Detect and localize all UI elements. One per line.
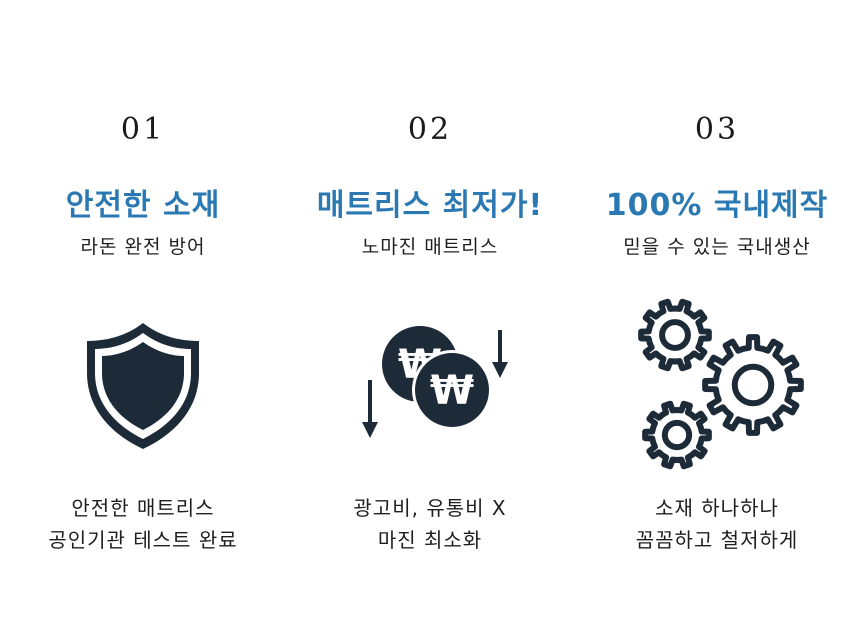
- feature-desc-line: 광고비, 유통비 X: [353, 496, 507, 520]
- shield-icon: [0, 300, 286, 470]
- feature-subtitle: 라돈 완전 방어: [80, 236, 206, 258]
- gears-icon: [574, 298, 860, 470]
- feature-desc-line: 안전한 매트리스: [71, 496, 215, 520]
- feature-number: 02: [407, 112, 453, 147]
- feature-description: 소재 하나하나 꼼꼼하고 철저하게: [574, 492, 860, 556]
- feature-number: 03: [694, 112, 740, 147]
- feature-domestic-production: 03 100% 국내제작 믿을 수 있는 국내생산 소재 하나하나 꼼꼼하고 철…: [574, 0, 860, 629]
- feature-description: 광고비, 유통비 X 마진 최소화: [287, 492, 573, 556]
- won-coins-icon: ₩ ₩: [287, 300, 573, 470]
- feature-desc-line: 마진 최소화: [377, 528, 483, 552]
- feature-safe-material: 01 안전한 소재 라돈 완전 방어 안전한 매트리스 공인기관 테스트 완료: [0, 0, 286, 629]
- feature-desc-line: 공인기관 테스트 완료: [48, 528, 238, 552]
- feature-description: 안전한 매트리스 공인기관 테스트 완료: [0, 492, 286, 556]
- gear-icon: [642, 400, 712, 470]
- feature-title: 매트리스 최저가!: [316, 188, 544, 223]
- feature-subtitle: 믿을 수 있는 국내생산: [623, 236, 811, 258]
- feature-desc-line: 꼼꼼하고 철저하게: [635, 528, 799, 552]
- feature-subtitle: 노마진 매트리스: [361, 236, 499, 258]
- feature-desc-line: 소재 하나하나: [655, 496, 779, 520]
- feature-title: 안전한 소재: [65, 188, 221, 223]
- feature-number: 01: [120, 112, 166, 147]
- gear-icon: [702, 334, 804, 436]
- gear-icon: [638, 298, 712, 372]
- feature-title: 100% 국내제작: [605, 188, 829, 223]
- feature-lowest-price: 02 매트리스 최저가! 노마진 매트리스 ₩ ₩ 광고비, 유통비 X 마진 …: [287, 0, 573, 629]
- won-symbol: ₩: [430, 368, 474, 414]
